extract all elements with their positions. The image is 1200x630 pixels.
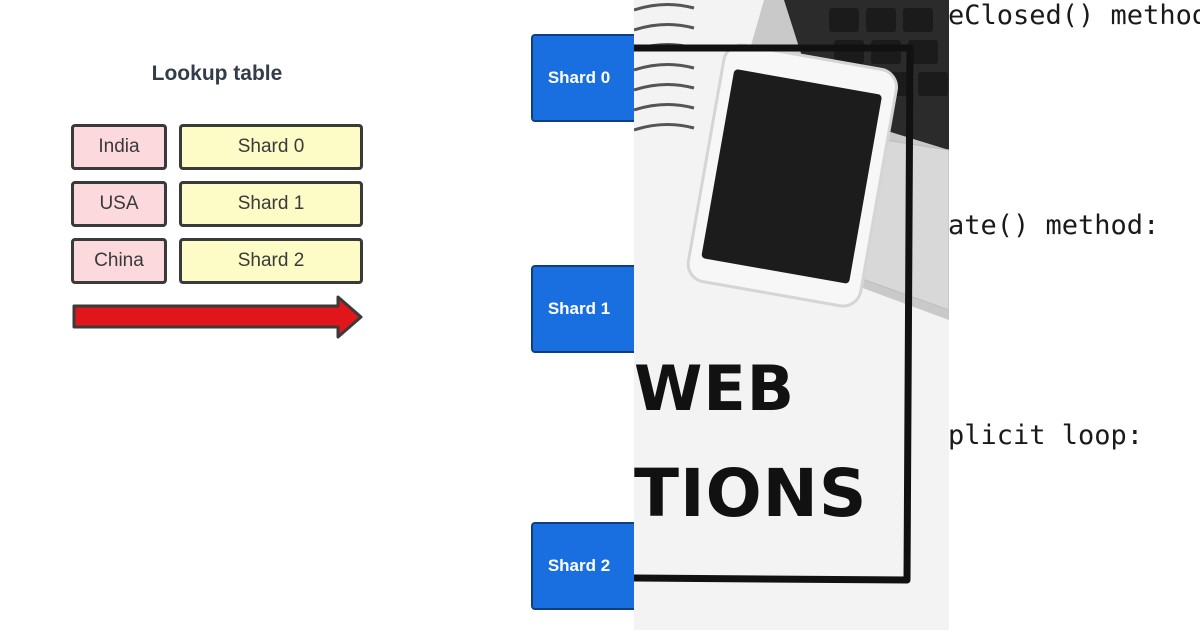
- lookup-value-cell: Shard 0: [179, 124, 363, 170]
- frame-border: [634, 44, 914, 584]
- right-arrow-icon: [72, 295, 363, 339]
- photo-overlay-text: TIONS: [634, 455, 868, 532]
- photo-overlay-text: WEB: [634, 352, 795, 425]
- lookup-key-cell: China: [71, 238, 167, 284]
- lookup-key-cell: USA: [71, 181, 167, 227]
- desk-photo: [634, 0, 949, 584]
- lookup-value-cell: Shard 2: [179, 238, 363, 284]
- shard-box: Shard 1: [531, 265, 641, 353]
- code-line: ate() method:: [948, 210, 1160, 241]
- shard-box: Shard 0: [531, 34, 641, 122]
- lookup-table-title: Lookup table: [151, 62, 283, 85]
- code-line: eClosed() method:: [948, 0, 1200, 31]
- smartphone-icon: [686, 43, 898, 308]
- lookup-value-cell: Shard 1: [179, 181, 363, 227]
- lookup-key-cell: India: [71, 124, 167, 170]
- photo-panel: WEB TIONS: [634, 0, 949, 630]
- code-line: plicit loop:: [948, 420, 1144, 451]
- shard-box: Shard 2: [531, 522, 641, 610]
- notebook-spiral-icon: [634, 3, 695, 132]
